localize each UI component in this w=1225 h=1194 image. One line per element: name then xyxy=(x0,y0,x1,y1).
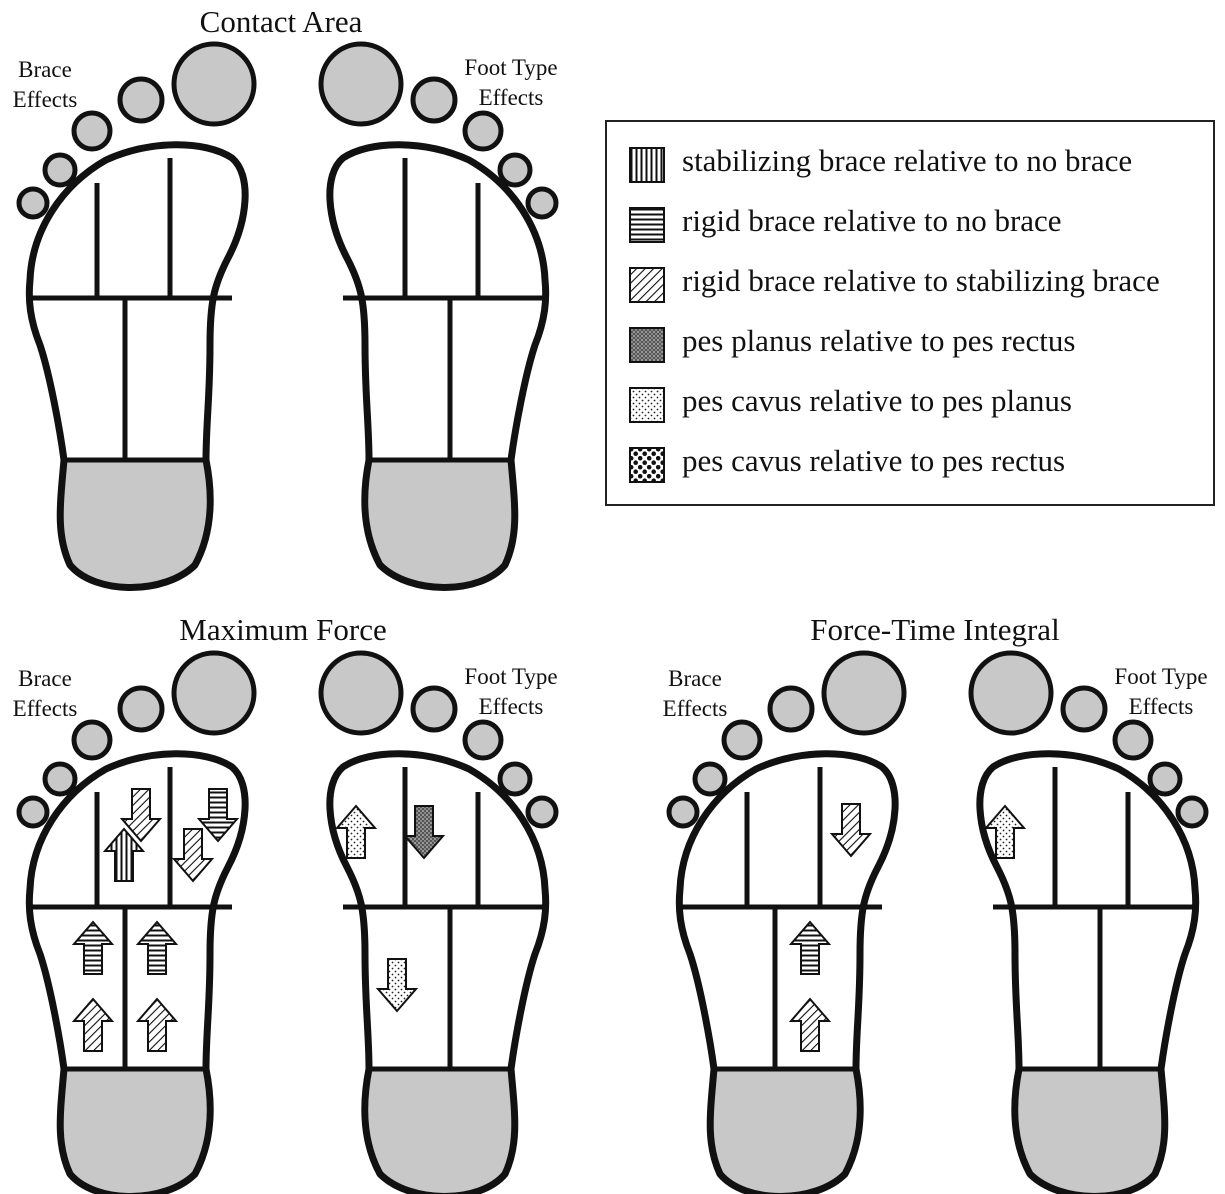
diagonal-arrow-up xyxy=(138,999,176,1051)
toe xyxy=(321,44,401,124)
heel-region xyxy=(365,1069,515,1194)
toe xyxy=(500,155,530,185)
arrow-body xyxy=(832,804,870,856)
toe xyxy=(500,764,530,794)
toe xyxy=(528,798,556,826)
legend-label: pes cavus relative to pes planus xyxy=(682,383,1072,419)
toe xyxy=(45,155,75,185)
toe xyxy=(971,653,1051,733)
toe xyxy=(19,798,47,826)
arrow-body xyxy=(378,959,416,1011)
legend-swatch-horizontal-icon xyxy=(629,207,665,243)
contact-area-left-foot xyxy=(19,44,254,588)
toe xyxy=(528,189,556,217)
crosshatch-arrow-down xyxy=(405,806,443,858)
legend: stabilizing brace relative to no brace r… xyxy=(605,120,1215,506)
toe xyxy=(770,688,812,730)
diagonal-arrow-down xyxy=(832,804,870,856)
legend-label: pes cavus relative to pes rectus xyxy=(682,443,1065,479)
horizontal-arrow-up xyxy=(74,922,112,974)
arrow-body xyxy=(791,922,829,974)
horizontal-arrow-up xyxy=(138,922,176,974)
heel-region xyxy=(60,1069,210,1194)
horizontal-arrow-down xyxy=(199,789,237,841)
force-time-integral-right-foot xyxy=(971,653,1206,1194)
maximum-force-right-foot xyxy=(321,653,556,1194)
legend-label: stabilizing brace relative to no brace xyxy=(682,143,1132,179)
heel-region xyxy=(710,1069,860,1194)
arrow-body xyxy=(74,999,112,1051)
diagonal-arrow-down xyxy=(174,829,212,881)
legend-swatch-dotted-icon xyxy=(629,387,665,423)
toe xyxy=(465,722,501,758)
toe xyxy=(74,113,110,149)
toe xyxy=(669,798,697,826)
arrow-body xyxy=(174,829,212,881)
toe xyxy=(1178,798,1206,826)
toe xyxy=(45,764,75,794)
toe xyxy=(174,44,254,124)
diagonal-arrow-up xyxy=(74,999,112,1051)
dotted-arrow-down xyxy=(378,959,416,1011)
force-time-integral-left-foot xyxy=(669,653,904,1194)
legend-swatch-vertical-icon xyxy=(629,147,665,183)
contact-area-right-foot xyxy=(321,44,556,588)
toe xyxy=(19,189,47,217)
legend-swatch-diagonal-icon xyxy=(629,267,665,303)
toe xyxy=(413,79,455,121)
arrow-body xyxy=(405,806,443,858)
arrow-body xyxy=(74,922,112,974)
toe xyxy=(1150,764,1180,794)
toe xyxy=(1063,688,1105,730)
horizontal-arrow-up xyxy=(791,922,829,974)
toe xyxy=(824,653,904,733)
toe xyxy=(1115,722,1151,758)
heel-region xyxy=(1015,1069,1165,1194)
arrow-body xyxy=(791,999,829,1051)
diagonal-arrow-up xyxy=(791,999,829,1051)
toe xyxy=(174,653,254,733)
toe xyxy=(120,79,162,121)
toe xyxy=(74,722,110,758)
toe xyxy=(120,688,162,730)
legend-label: rigid brace relative to stabilizing brac… xyxy=(682,263,1160,299)
legend-swatch-crosshatch-icon xyxy=(629,327,665,363)
toe xyxy=(413,688,455,730)
toe xyxy=(695,764,725,794)
legend-label: rigid brace relative to no brace xyxy=(682,203,1062,239)
arrow-body xyxy=(199,789,237,841)
arrow-body xyxy=(138,922,176,974)
legend-label: pes planus relative to pes rectus xyxy=(682,323,1075,359)
legend-swatch-checker-icon xyxy=(629,447,665,483)
toe xyxy=(465,113,501,149)
toe xyxy=(724,722,760,758)
maximum-force-left-foot xyxy=(19,653,254,1194)
arrow-body xyxy=(138,999,176,1051)
toe xyxy=(321,653,401,733)
